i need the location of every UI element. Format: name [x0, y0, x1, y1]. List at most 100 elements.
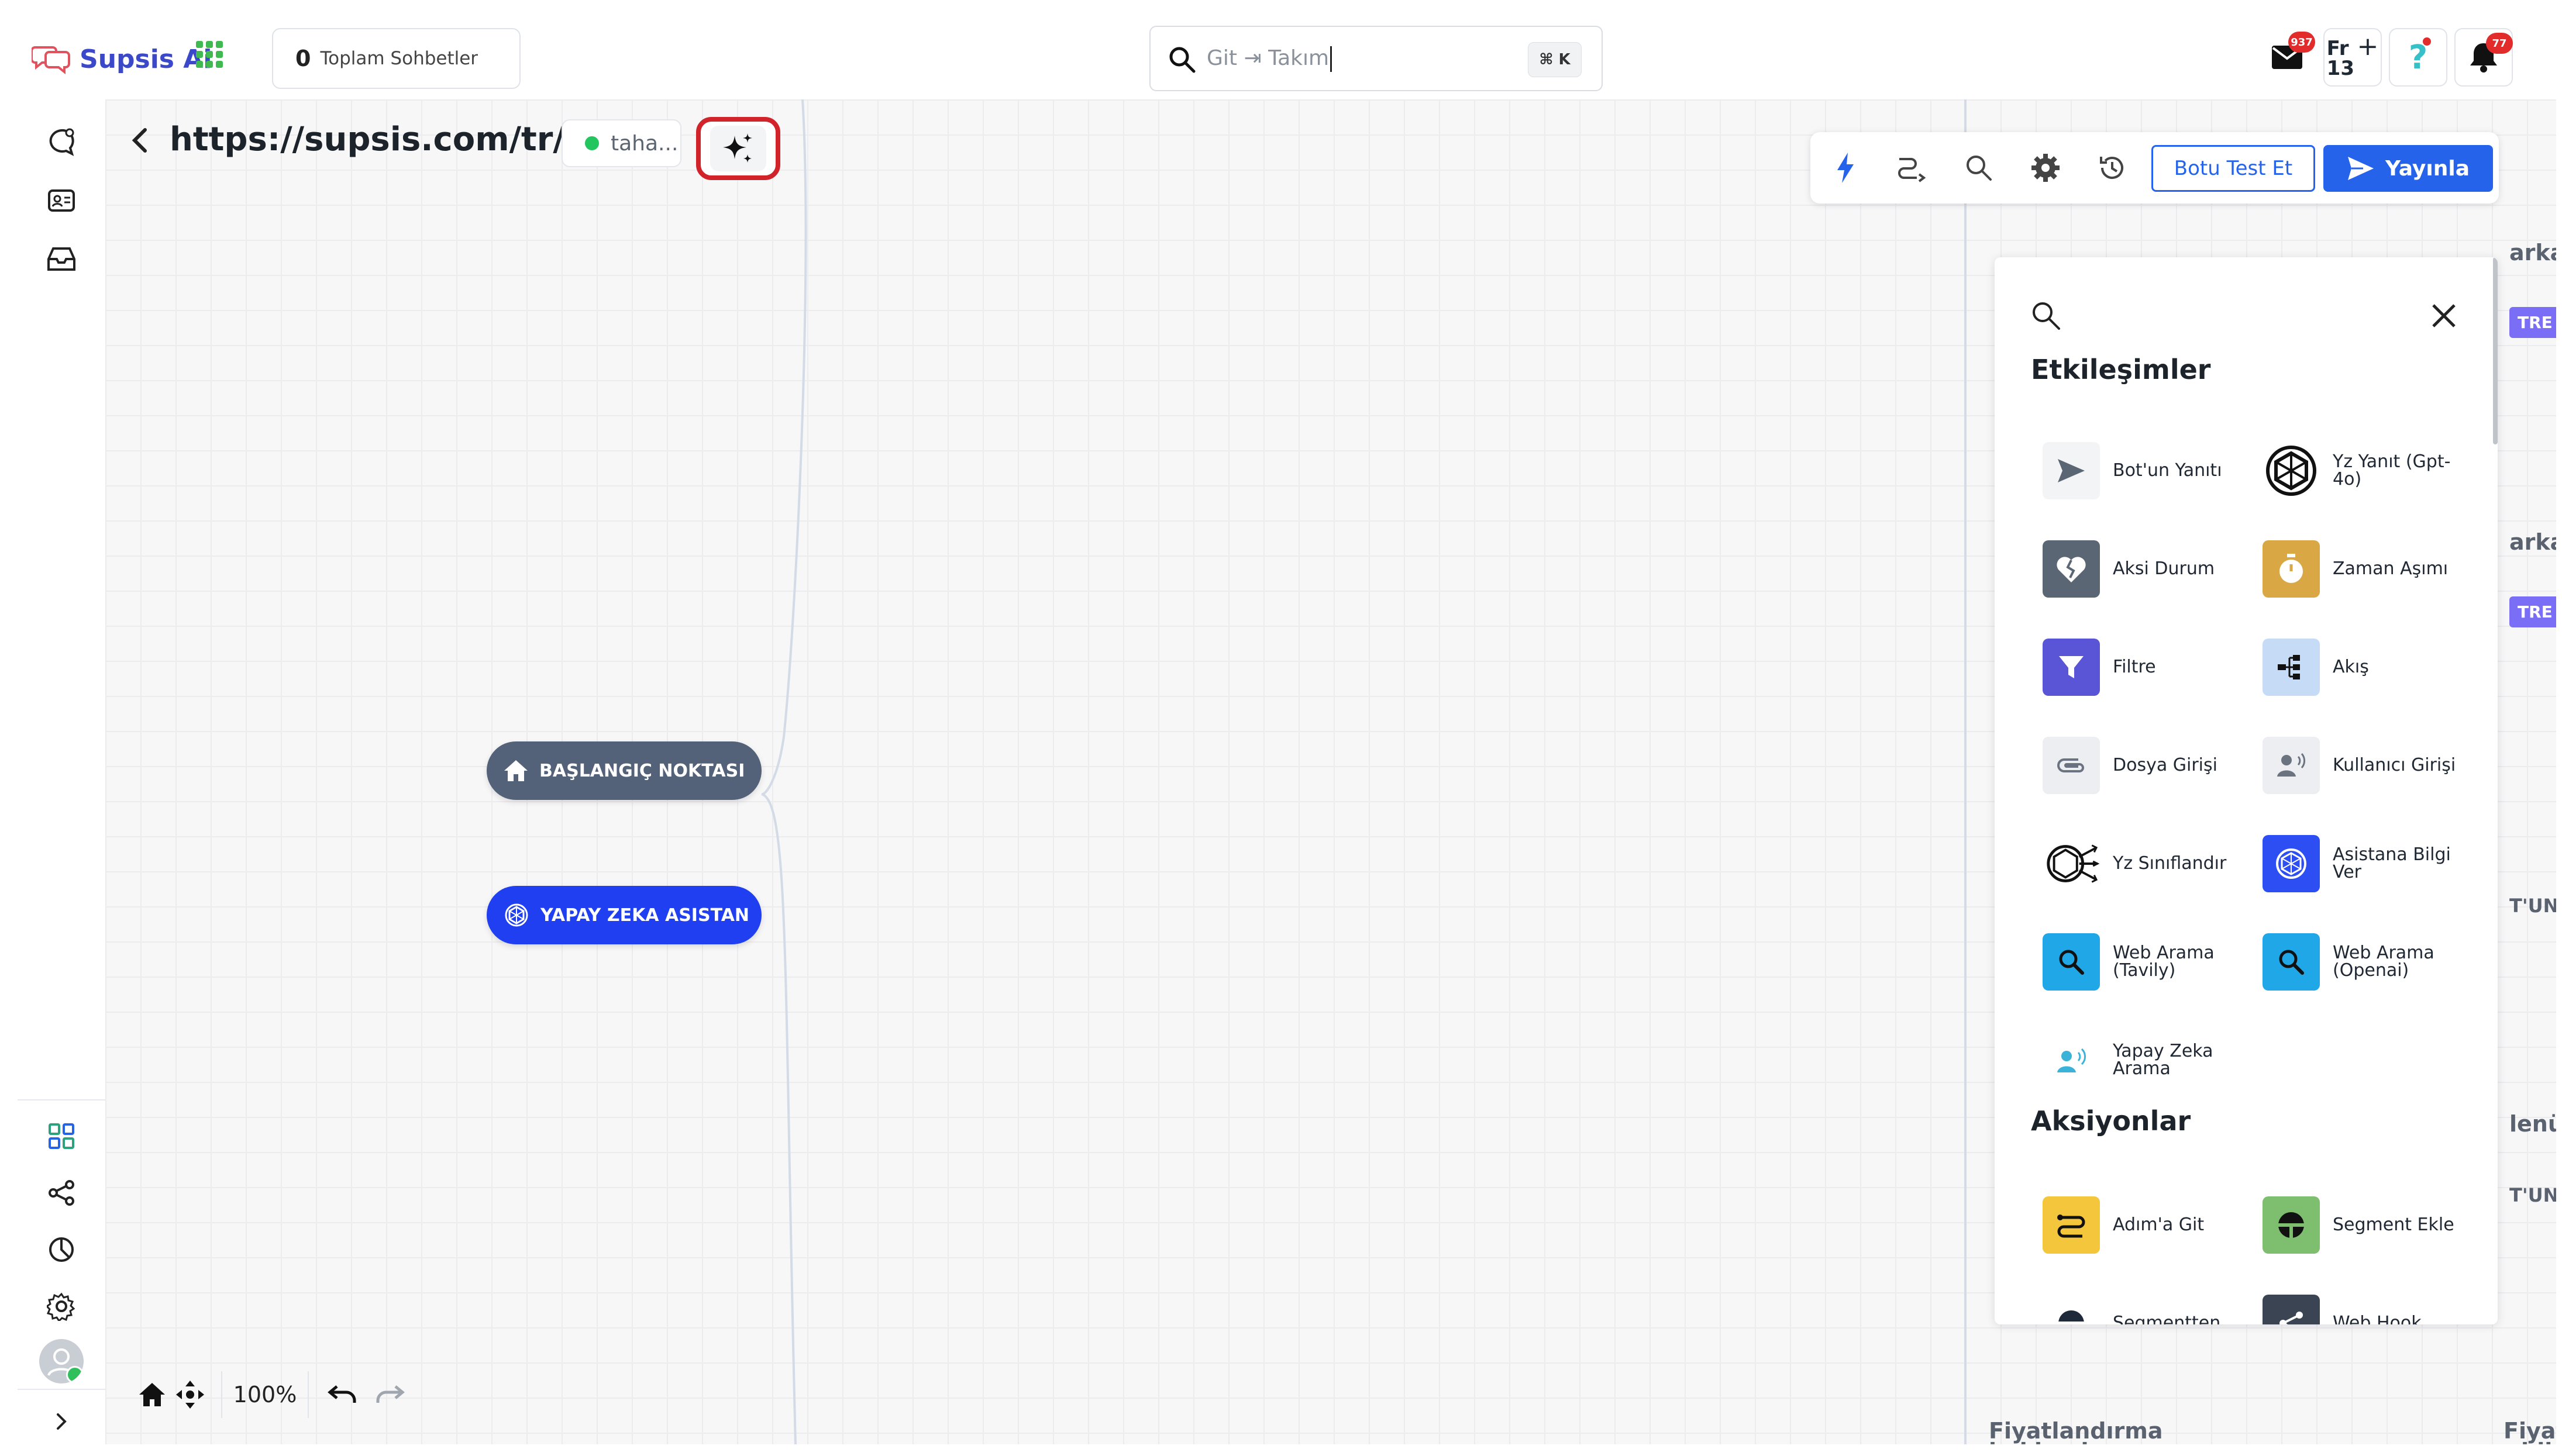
option-label: Segmentten: [2113, 1313, 2221, 1325]
history-button[interactable]: [2095, 150, 2130, 185]
publish-label: Yayınla: [2385, 156, 2470, 181]
fr-add-button[interactable]: Fr + 13: [2323, 28, 2382, 87]
option-label: Kullanıcı Girişi: [2333, 755, 2456, 775]
fr-label: Fr + 13: [2326, 31, 2379, 80]
option-goto-step[interactable]: Adım'a Git: [2043, 1193, 2265, 1257]
search-icon: [1967, 156, 1992, 181]
global-search-input[interactable]: Git ⇥ Takım ⌘ K: [1149, 26, 1603, 91]
option-user-input[interactable]: Kullanıcı Girişi: [2263, 733, 2485, 798]
sidebar-expand-button[interactable]: [42, 1402, 81, 1441]
history-icon: [2100, 157, 2123, 180]
edge-node-text: Fiyat: [2504, 1418, 2556, 1444]
option-filter[interactable]: Filtre: [2043, 635, 2265, 699]
toolbar-search-button[interactable]: [1961, 150, 1996, 185]
option-web-search-tavily[interactable]: Web Arama (Tavily): [2043, 930, 2265, 994]
option-fallback[interactable]: Aksi Durum: [2043, 537, 2265, 601]
filter-icon: [2059, 656, 2084, 678]
start-node[interactable]: BAŞLANGIÇ NOKTASI: [487, 741, 762, 800]
edge-node-tag: TRE: [2509, 307, 2556, 338]
quick-actions-button[interactable]: [1828, 150, 1863, 185]
option-label: Yz Yanıt (Gpt-4o): [2333, 451, 2451, 489]
flow-connectors: [761, 99, 1967, 1444]
option-label: Akış: [2333, 657, 2369, 677]
brand-name: Supsis Ai: [80, 44, 212, 74]
start-node-label: BAŞLANGIÇ NOKTASI: [539, 760, 745, 781]
option-label: Web Arama (Openai): [2333, 943, 2434, 981]
edge-node-text: arka: [2509, 240, 2556, 265]
sidebar-item-contacts[interactable]: [42, 181, 81, 220]
goto-step-icon: [2057, 1215, 2085, 1238]
sidebar-item-settings[interactable]: [42, 1287, 81, 1326]
translate-button[interactable]: [1895, 150, 1930, 185]
edge-node-text: T'UN: [2509, 1184, 2556, 1206]
option-timeout[interactable]: Zaman Aşımı: [2263, 537, 2485, 601]
sidebar-item-reports[interactable]: [42, 1230, 81, 1269]
close-icon: [2432, 304, 2456, 327]
panel-scrollbar[interactable]: [2493, 257, 2498, 444]
user-avatar[interactable]: [39, 1339, 84, 1383]
undo-icon: [328, 1385, 356, 1403]
back-button[interactable]: [123, 123, 158, 158]
avatar: [39, 1339, 84, 1383]
undo-button[interactable]: [319, 1365, 366, 1424]
apps-grid-icon[interactable]: [196, 41, 223, 68]
option-label: Segment Ekle: [2333, 1215, 2454, 1235]
option-ai-reply[interactable]: Yz Yanıt (Gpt-4o): [2263, 439, 2485, 503]
option-web-hook[interactable]: Web Hook: [2263, 1291, 2485, 1324]
option-inform-assistant[interactable]: Asistana Bilgi Ver: [2263, 831, 2485, 896]
total-chats-label: Toplam Sohbetler: [320, 48, 478, 69]
option-ai-classify[interactable]: Yz Sınıflandır: [2043, 831, 2265, 896]
flow-toolbar: Botu Test Et Yayınla: [1810, 132, 2499, 203]
option-remove-segment[interactable]: Segmentten: [2043, 1291, 2265, 1324]
redo-button[interactable]: [366, 1365, 413, 1424]
brand-logo[interactable]: Supsis Ai: [32, 39, 212, 80]
panel-search-button[interactable]: [2030, 299, 2065, 334]
contact-card-icon: [48, 189, 75, 212]
sidebar-item-dashboard[interactable]: [42, 1117, 81, 1155]
ai-assistant-node[interactable]: YAPAY ZEKA ASISTAN: [487, 886, 762, 944]
sidebar-item-chats[interactable]: [42, 123, 81, 161]
option-flow[interactable]: Akış: [2263, 635, 2485, 699]
option-ai-search[interactable]: Yapay Zeka Arama: [2043, 1028, 2265, 1092]
search-icon: [1169, 47, 1196, 73]
share-nodes-icon: [49, 1180, 74, 1206]
option-label: Yapay Zeka Arama: [2113, 1041, 2213, 1079]
test-bot-button[interactable]: Botu Test Et: [2151, 145, 2315, 192]
status-chip[interactable]: taha...: [562, 119, 681, 167]
option-bot-reply[interactable]: Bot'un Yanıtı: [2043, 439, 2265, 503]
fit-view-button[interactable]: [170, 1365, 211, 1424]
mail-button[interactable]: 937: [2258, 28, 2316, 87]
flow-canvas[interactable]: https://supsis.com/tr/ taha... BAŞLANGIÇ…: [105, 99, 2556, 1444]
chat-bubbles-logo-icon: [32, 46, 70, 75]
option-label: Adım'a Git: [2113, 1215, 2205, 1235]
option-file-input[interactable]: Dosya Girişi: [2043, 733, 2265, 798]
total-chats-counter[interactable]: 0 Toplam Sohbetler: [272, 28, 521, 89]
segment-icon: [2057, 1310, 2085, 1324]
option-add-segment[interactable]: Segment Ekle: [2263, 1193, 2485, 1257]
paperclip-icon: [2057, 758, 2084, 772]
publish-button[interactable]: Yayınla: [2323, 145, 2493, 192]
sidebar-item-flows[interactable]: [42, 1174, 81, 1212]
option-label: Asistana Bilgi Ver: [2333, 844, 2451, 882]
option-label: Yz Sınıflandır: [2113, 853, 2227, 874]
notifications-button[interactable]: 77: [2454, 28, 2513, 87]
toolbar-settings-button[interactable]: [2028, 150, 2063, 185]
help-dot: [2423, 37, 2431, 46]
section-title-interactions: Etkileşimler: [2031, 354, 2211, 385]
search-placeholder: Git ⇥ Takım: [1207, 46, 1332, 72]
openai-icon: [2276, 848, 2306, 879]
online-status-dot: [66, 1366, 84, 1383]
panel-close-button[interactable]: [2427, 299, 2463, 334]
send-icon: [2058, 459, 2085, 482]
option-web-search-openai[interactable]: Web Arama (Openai): [2263, 930, 2485, 994]
share-icon: [2279, 1312, 2303, 1324]
zoom-level[interactable]: 100%: [233, 1382, 297, 1407]
chat-icon: [49, 128, 74, 156]
sidebar-item-inbox[interactable]: [42, 240, 81, 278]
user-voice-icon: [2277, 753, 2306, 777]
pie-chart-icon: [49, 1237, 74, 1262]
ai-magic-button[interactable]: [696, 117, 780, 180]
help-button[interactable]: ?: [2389, 28, 2447, 87]
home-view-button[interactable]: [135, 1365, 170, 1424]
chevron-left-icon: [132, 128, 147, 153]
